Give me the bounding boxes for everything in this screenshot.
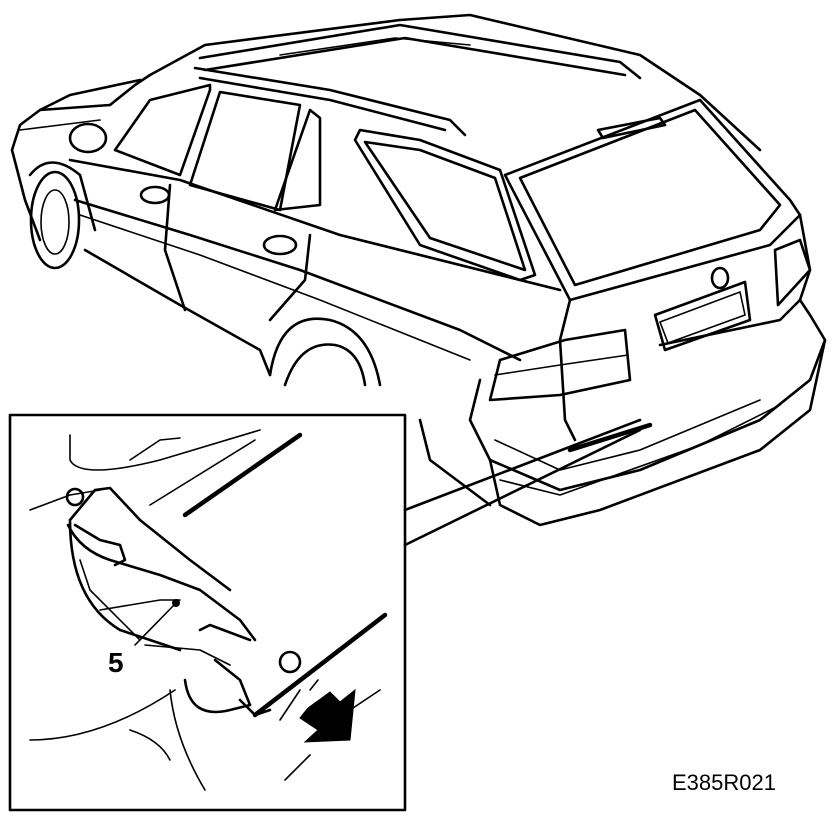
station-wagon-illustration [10, 13, 827, 527]
detail-inset [8, 413, 407, 812]
detail-pointer [403, 418, 642, 547]
figure-code: E385R021 [672, 770, 776, 795]
callout-label-5: 5 [108, 647, 124, 678]
pull-direction-arrow [299, 688, 356, 743]
